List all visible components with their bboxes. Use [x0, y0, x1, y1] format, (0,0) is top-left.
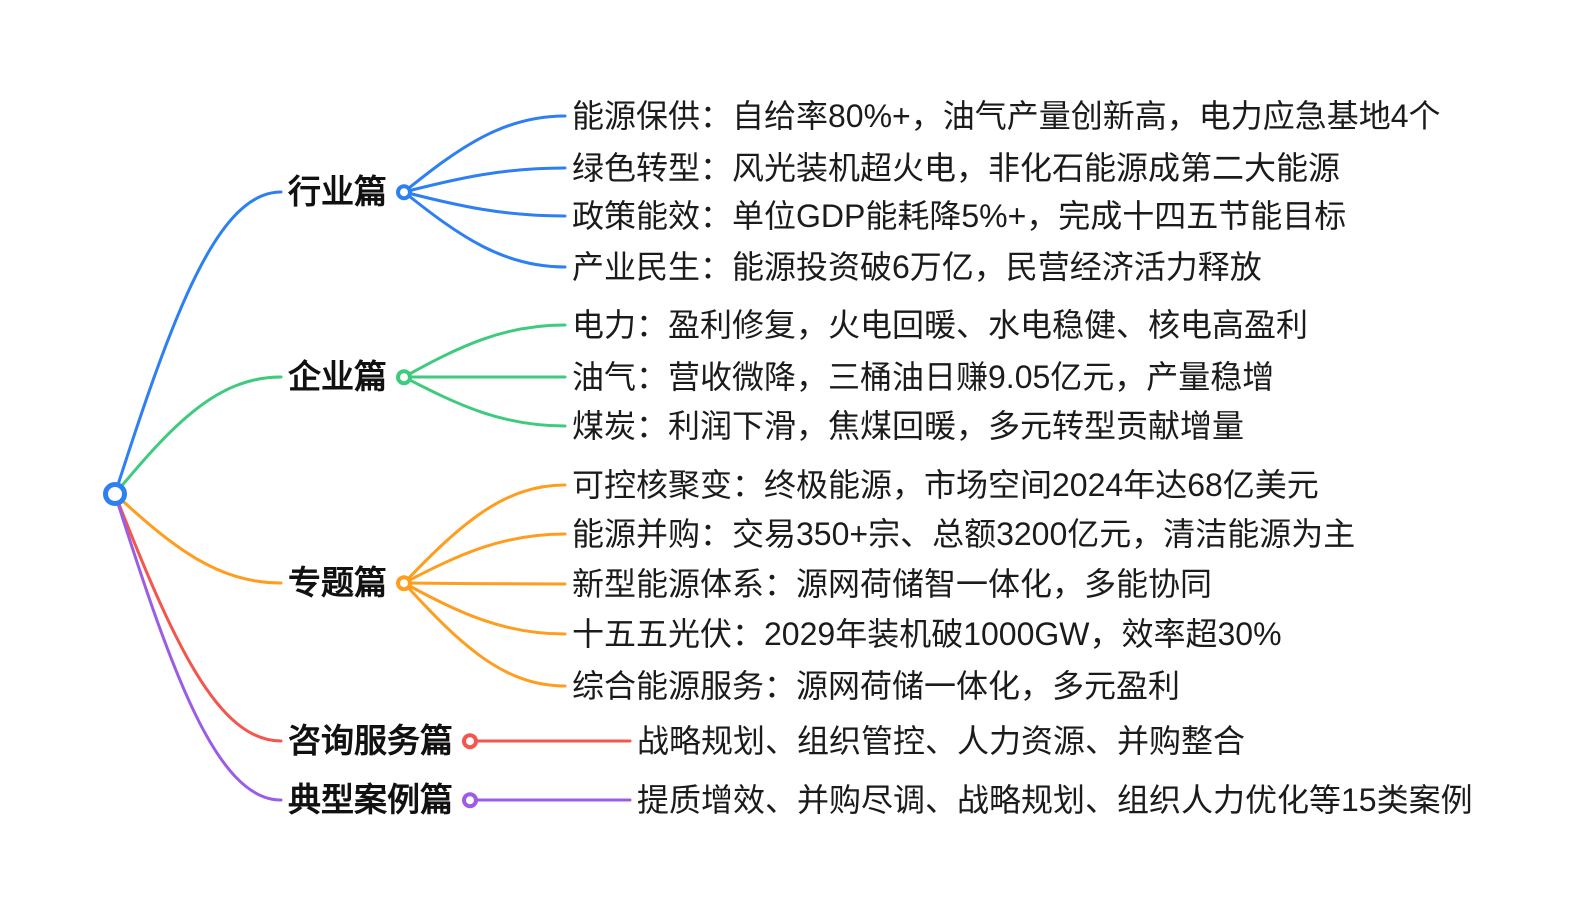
leaf-node[interactable]: 能源保供：自给率80%+，油气产量创新高，电力应急基地4个 [572, 97, 1441, 134]
leaf-node[interactable]: 油气：营收微降，三桶油日赚9.05亿元，产量稳增 [572, 358, 1275, 395]
connector-line [113, 492, 283, 585]
leaf-node[interactable]: 综合能源服务：源网荷储一体化，多元盈利 [572, 667, 1181, 704]
connector-line [402, 483, 567, 585]
connector-line [113, 375, 283, 496]
leaf-node[interactable]: 能源并购：交易350+宗、总额3200亿元，清洁能源为主 [572, 515, 1356, 552]
branch-label: 专题篇 [288, 564, 387, 602]
connector-line [402, 375, 567, 428]
branch-node-enterprise[interactable]: 企业篇 [288, 357, 412, 397]
connector-line [402, 323, 567, 379]
connector-line [402, 581, 567, 636]
branch-label: 行业篇 [288, 173, 387, 211]
branch-node-industry[interactable]: 行业篇 [288, 172, 412, 212]
root-node-circle-icon[interactable] [103, 482, 127, 506]
leaf-node[interactable]: 战略规划、组织管控、人力资源、并购整合 [637, 722, 1246, 759]
branch-label: 咨询服务篇 [288, 722, 453, 760]
connector-line [113, 492, 283, 743]
leaf-node[interactable]: 政策能效：单位GDP能耗降5%+，完成十四五节能目标 [572, 197, 1347, 234]
collapse-circle-icon[interactable] [462, 792, 478, 808]
leaf-node[interactable]: 煤炭：利润下滑，焦煤回暖，多元转型贡献增量 [572, 407, 1245, 444]
leaf-node[interactable]: 可控核聚变：终极能源，市场空间2024年达68亿美元 [572, 466, 1319, 503]
connector-line [402, 190, 567, 218]
collapse-circle-icon[interactable] [396, 369, 412, 385]
leaf-node[interactable]: 新型能源体系：源网荷储智一体化，多能协同 [572, 565, 1213, 602]
connector-line [402, 581, 567, 586]
connector-line [402, 114, 567, 194]
connector-line [402, 190, 567, 269]
connector-line [113, 492, 283, 802]
collapse-circle-icon[interactable] [396, 575, 412, 591]
connector-line [113, 190, 283, 496]
connector-line [402, 532, 567, 585]
branch-node-topics[interactable]: 专题篇 [288, 563, 412, 603]
connector-line [402, 581, 567, 688]
collapse-circle-icon[interactable] [396, 184, 412, 200]
leaf-node[interactable]: 十五五光伏：2029年装机破1000GW，效率超30% [572, 615, 1282, 652]
leaf-node[interactable]: 电力：盈利修复，火电回暖、水电稳健、核电高盈利 [572, 306, 1309, 343]
leaf-node[interactable]: 提质增效、并购尽调、战略规划、组织人力优化等15类案例 [637, 781, 1473, 818]
branch-node-consulting[interactable]: 咨询服务篇 [288, 721, 478, 761]
leaf-node[interactable]: 产业民生：能源投资破6万亿，民营经济活力释放 [572, 248, 1262, 285]
collapse-circle-icon[interactable] [462, 733, 478, 749]
leaf-node[interactable]: 绿色转型：风光装机超火电，非化石能源成第二大能源 [572, 149, 1341, 186]
connector-line [402, 166, 567, 194]
branch-label: 企业篇 [288, 358, 387, 396]
branch-label: 典型案例篇 [288, 781, 453, 819]
branch-node-cases[interactable]: 典型案例篇 [288, 780, 478, 820]
